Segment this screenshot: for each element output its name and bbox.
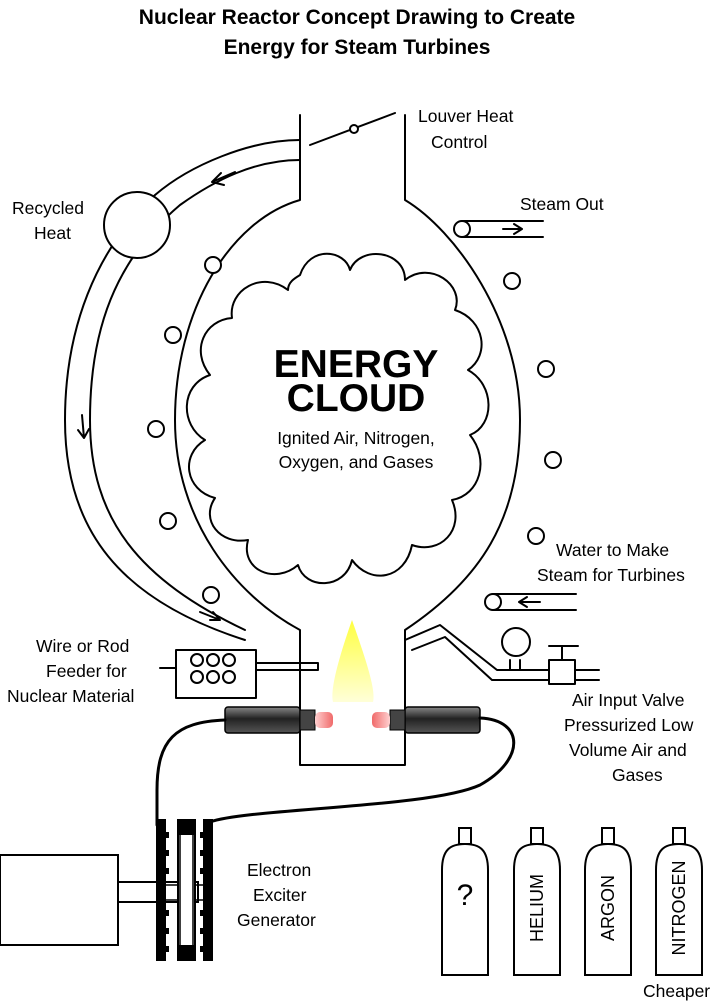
label-feeder-line-2: Feeder for [46, 661, 127, 681]
label-generator-line-2: Exciter [253, 885, 307, 905]
wire-left [155, 718, 227, 827]
tank-label-unknown: ? [457, 879, 474, 912]
label-louver-line-2: Control [431, 132, 487, 152]
label-generator-line-3: Generator [237, 910, 316, 930]
recycled-heat-pump [103, 191, 171, 259]
cloud-title-line-2: CLOUD [287, 377, 426, 420]
steam-out-arrow [502, 223, 523, 235]
label-recycled-line-1: Recycled [12, 198, 84, 218]
label-water-line-1: Water to Make [556, 540, 669, 560]
gas-tank-helium [513, 827, 561, 976]
title-line-2: Energy for Steam Turbines [224, 36, 491, 59]
label-water-line-2: Steam for Turbines [537, 565, 685, 585]
tank-label-helium: HELIUM [527, 874, 547, 942]
label-recycled-line-2: Heat [34, 223, 71, 243]
energy-cloud [185, 252, 490, 585]
feeder-rollers [190, 653, 236, 684]
generator [0, 819, 213, 961]
steam-out-pipe [461, 220, 544, 238]
gauge-stem [509, 659, 521, 671]
air-input-valve [548, 659, 576, 685]
flow-arrow-left [77, 414, 90, 439]
label-steam-out: Steam Out [520, 194, 604, 214]
label-feeder-line-3: Nuclear Material [7, 686, 134, 706]
label-air-line-1: Air Input Valve [572, 690, 685, 710]
cloud-desc-line-1: Ignited Air, Nitrogen, [277, 428, 435, 448]
electrode-left [224, 706, 333, 734]
cloud-title-line-1: ENERGY [274, 343, 439, 386]
water-in-arrow [518, 596, 541, 608]
recycle-pipe-inner [89, 159, 301, 631]
label-generator-line-1: Electron [247, 860, 311, 880]
feeder-box [175, 649, 257, 699]
motor-housing [0, 854, 119, 946]
tank-label-argon: ARGON [598, 875, 618, 941]
recycle-pipe-outer [64, 139, 301, 641]
flow-arrow-top [211, 171, 236, 186]
gas-tank-argon [584, 827, 632, 976]
reactor-vessel [174, 114, 521, 651]
cloud-desc-line-2: Oxygen, and Gases [279, 452, 434, 472]
label-air-line-3: Volume Air and [569, 740, 687, 760]
louver-pivot [349, 124, 359, 134]
label-air-line-2: Pressurized Low [564, 715, 694, 735]
gas-tank-unknown [441, 827, 489, 976]
label-feeder-line-1: Wire or Rod [36, 636, 129, 656]
label-louver-line-1: Louver Heat [418, 106, 513, 126]
gas-tank-nitrogen [655, 827, 703, 976]
pressure-gauge [501, 627, 531, 657]
ignition-flame [332, 620, 374, 702]
title-line-1: Nuclear Reactor Concept Drawing to Creat… [139, 6, 575, 29]
coil-tubes [147, 220, 562, 611]
water-in-pipe [492, 593, 577, 611]
electrode-right [372, 706, 481, 734]
wire-right [208, 716, 516, 824]
flow-arrow-bottom [199, 611, 221, 621]
feeder-rod [255, 662, 319, 671]
label-cheaper: Cheaper [643, 981, 710, 1001]
tank-label-nitrogen: NITROGEN [669, 860, 689, 955]
label-air-line-4: Gases [612, 765, 663, 785]
valve-handle [548, 645, 579, 661]
